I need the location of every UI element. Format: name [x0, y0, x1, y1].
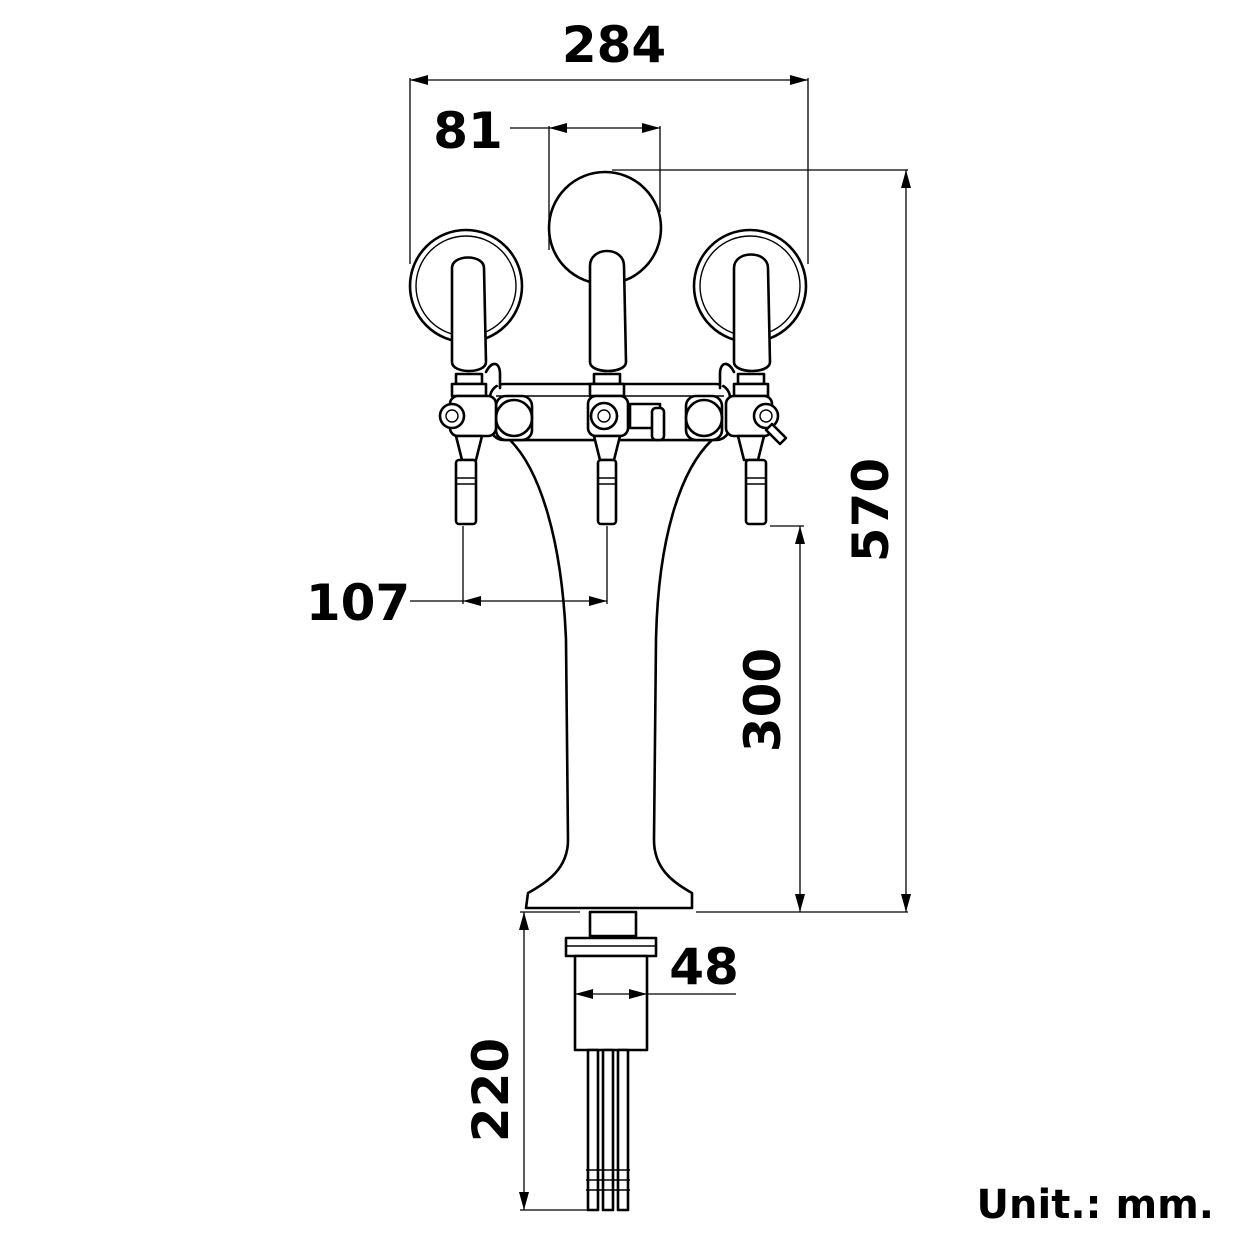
- tap-center-knob: [589, 401, 619, 431]
- beer-line-2: [601, 1048, 615, 1212]
- label-overall-width: 284: [562, 16, 666, 74]
- dimension-tap-spacing: [510, 123, 661, 250]
- beer-line-1: [586, 1048, 600, 1212]
- spout-right: [744, 458, 768, 526]
- dimension-spout-spacing: [410, 526, 608, 606]
- spout-center: [596, 458, 618, 526]
- label-tap-spacing: 81: [433, 102, 503, 160]
- dimension-shank-length: [519, 911, 588, 1211]
- label-shank-diameter: 48: [669, 938, 739, 996]
- handle-right: [732, 253, 772, 373]
- dimension-overall-width: [409, 75, 809, 264]
- handle-left: [450, 256, 488, 373]
- base-shank: [564, 910, 658, 1212]
- dimension-shank-diameter: [575, 989, 736, 999]
- spout-left: [454, 458, 478, 526]
- tap-center: [547, 170, 663, 526]
- unit-label: Unit.: mm.: [977, 1182, 1214, 1228]
- tap-right-knob: [752, 402, 780, 430]
- tower-column: [508, 438, 714, 910]
- beer-line-3: [616, 1048, 630, 1212]
- tap-left-knob: [438, 402, 466, 430]
- dimension-tower-height: [770, 525, 805, 912]
- label-tower-height: 300: [734, 648, 792, 752]
- base-nut: [564, 936, 658, 958]
- handle-center: [588, 249, 628, 373]
- dimension-overall-height: [612, 169, 911, 913]
- tower-body: [508, 438, 714, 910]
- tap-right: [684, 228, 808, 526]
- shank-tube: [573, 954, 649, 1052]
- label-overall-height: 570: [842, 458, 900, 562]
- shank-collar: [588, 910, 638, 938]
- label-spout-spacing: 107: [306, 574, 410, 632]
- tap-left: [408, 228, 534, 526]
- label-shank-length: 220: [462, 1038, 520, 1142]
